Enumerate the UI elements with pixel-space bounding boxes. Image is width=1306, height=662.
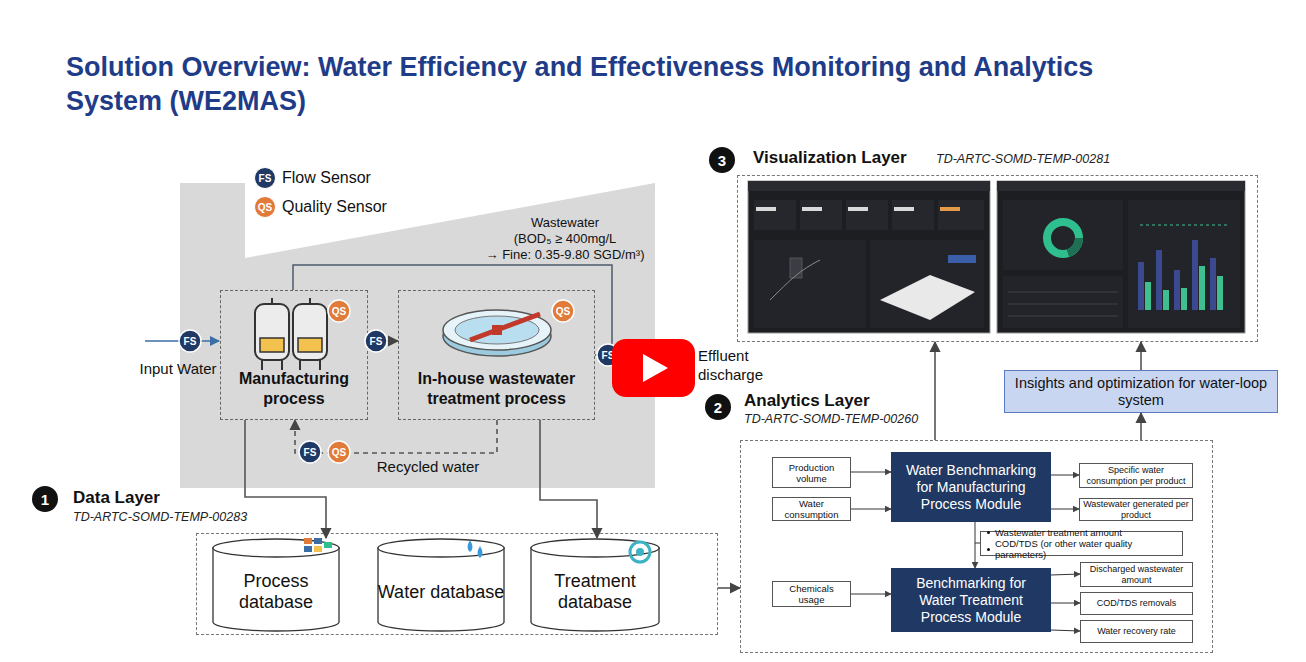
arrow-connector: [1051, 509, 1079, 510]
callout-circle: [32, 147, 735, 512]
node-text: Process database: [212, 571, 340, 613]
sensor-tag: FS: [259, 173, 272, 184]
module-box: Benchmarking for Water Treatment Process…: [891, 568, 1051, 632]
dashed-connector: [295, 420, 497, 453]
sensor-tag: FS: [304, 447, 317, 458]
sensor-tag: QS: [332, 447, 346, 458]
bullet-text: Wastewater treatment amount: [995, 527, 1122, 538]
output-box: Discharged wastewater amount: [1080, 562, 1193, 587]
node-text: Specific water consumption per product: [1083, 465, 1189, 486]
title: Solution Overview: Water Efficiency and …: [66, 50, 1186, 118]
arrow-connector: [975, 522, 976, 568]
flow-label: Effluent discharge: [698, 346, 774, 384]
bullet-dot: [987, 548, 990, 551]
dashboard-screenshot: [748, 181, 1245, 333]
insight-box: Insights and optimization for water-loop…: [1004, 370, 1278, 413]
arrow-connector: [934, 342, 936, 440]
input-box: Production volume: [772, 457, 851, 488]
sensor-tag: FS: [184, 336, 197, 347]
document-code: TD-ARTC-SOMD-TEMP-00281: [936, 152, 1110, 167]
sensor-tag: QS: [332, 306, 346, 317]
node-text: Insights and optimization for water-loop…: [1013, 375, 1269, 409]
edge-label: Recycled water: [377, 458, 480, 475]
legend-text: Quality Sensor: [282, 197, 387, 217]
module-box: Water Benchmarking for Manufacturing Pro…: [891, 452, 1051, 522]
node-text: Production volume: [776, 462, 847, 484]
arrow-connector: [1051, 603, 1080, 604]
bullet-text: COD/TDS (or other water quality paramete…: [995, 538, 1182, 560]
sensor-tag: FS: [370, 336, 383, 347]
layer-heading: Data Layer: [73, 488, 160, 508]
node-text: Discharged wastewater amount: [1084, 564, 1189, 585]
flow-label: Input Water: [140, 360, 217, 377]
output-box: Water recovery rate: [1080, 620, 1193, 643]
input-box: Chemicals usage: [772, 581, 851, 607]
document-code: TD-ARTC-SOMD-TEMP-00260: [744, 412, 918, 427]
output-box: Wastewater generated per product: [1079, 498, 1193, 521]
node-text: Wastewater generated per product: [1083, 499, 1189, 520]
clarifier-icon: [443, 310, 551, 356]
arrow-connector: [1051, 574, 1080, 575]
layer-heading: Analytics Layer: [744, 391, 870, 411]
legend-text: Flow Sensor: [282, 168, 371, 188]
sensor-badge: [179, 300, 619, 463]
callout-number: 1: [41, 491, 49, 508]
database-cylinder: Process database: [212, 538, 340, 632]
node-text: COD/TDS removals: [1097, 598, 1177, 609]
database-cylinder: Water database: [377, 538, 505, 632]
arrow-connector: [851, 509, 891, 510]
arrow-connector: [245, 420, 326, 538]
arrow-connector: [1051, 475, 1079, 476]
node-text: Water database: [378, 582, 504, 603]
arrow-connector: [540, 420, 597, 538]
database-icon: [304, 538, 650, 562]
tank-icon: [255, 298, 327, 370]
wastewater-line: [293, 265, 612, 355]
sensor-tag: QS: [556, 306, 570, 317]
wastewater-note: → Fine: 0.35-9.80 SGD/m³): [486, 247, 645, 262]
parameter-box: Wastewater treatment amountCOD/TDS (or o…: [980, 531, 1183, 556]
layer-group: Analytics LayerTD-ARTC-SOMD-TEMP-00260Pr…: [740, 440, 1213, 653]
callout-number: 2: [714, 399, 722, 416]
arrow-connector: [718, 587, 740, 589]
node-text: Water consumption: [776, 498, 847, 520]
sensor-tag: QS: [258, 202, 272, 213]
wastewater-note: (BOD₅ ≥ 400mg/L: [514, 231, 617, 246]
callout-number: 3: [718, 152, 726, 169]
node-text: Water Benchmarking for Manufacturing Pro…: [897, 462, 1045, 513]
layer-heading: Visualization Layer: [753, 148, 907, 168]
node-text: Benchmarking for Water Treatment Process…: [897, 575, 1045, 626]
process-backdrop: [180, 183, 655, 488]
node-text: Water recovery rate: [1097, 626, 1176, 637]
node-text: Manufacturing process: [227, 369, 361, 409]
document-code: TD-ARTC-SOMD-TEMP-00283: [73, 510, 247, 525]
bullet-dot: [987, 531, 990, 534]
arrow-connector: [1051, 630, 1080, 631]
bullet-row: Wastewater treatment amount: [987, 527, 1182, 538]
arrow-connector: [851, 472, 891, 473]
node-text: Treatment database: [530, 571, 660, 613]
layer-group: Visualization LayerTD-ARTC-SOMD-TEMP-002…: [737, 175, 1258, 342]
arrow-connector: [1140, 413, 1142, 440]
node-text: In-house wastewater treatment process: [405, 369, 588, 409]
arrow-connector: [1140, 342, 1142, 370]
bullet-row: COD/TDS (or other water quality paramete…: [987, 538, 1182, 560]
node-text: Chemicals usage: [776, 583, 847, 605]
wastewater-note: Wastewater: [531, 215, 599, 230]
input-box: Water consumption: [772, 497, 851, 521]
output-box: COD/TDS removals: [1080, 592, 1193, 615]
arrow-connector: [851, 594, 891, 595]
leader-line: [975, 543, 980, 544]
output-box: Specific water consumption per product: [1079, 463, 1193, 488]
